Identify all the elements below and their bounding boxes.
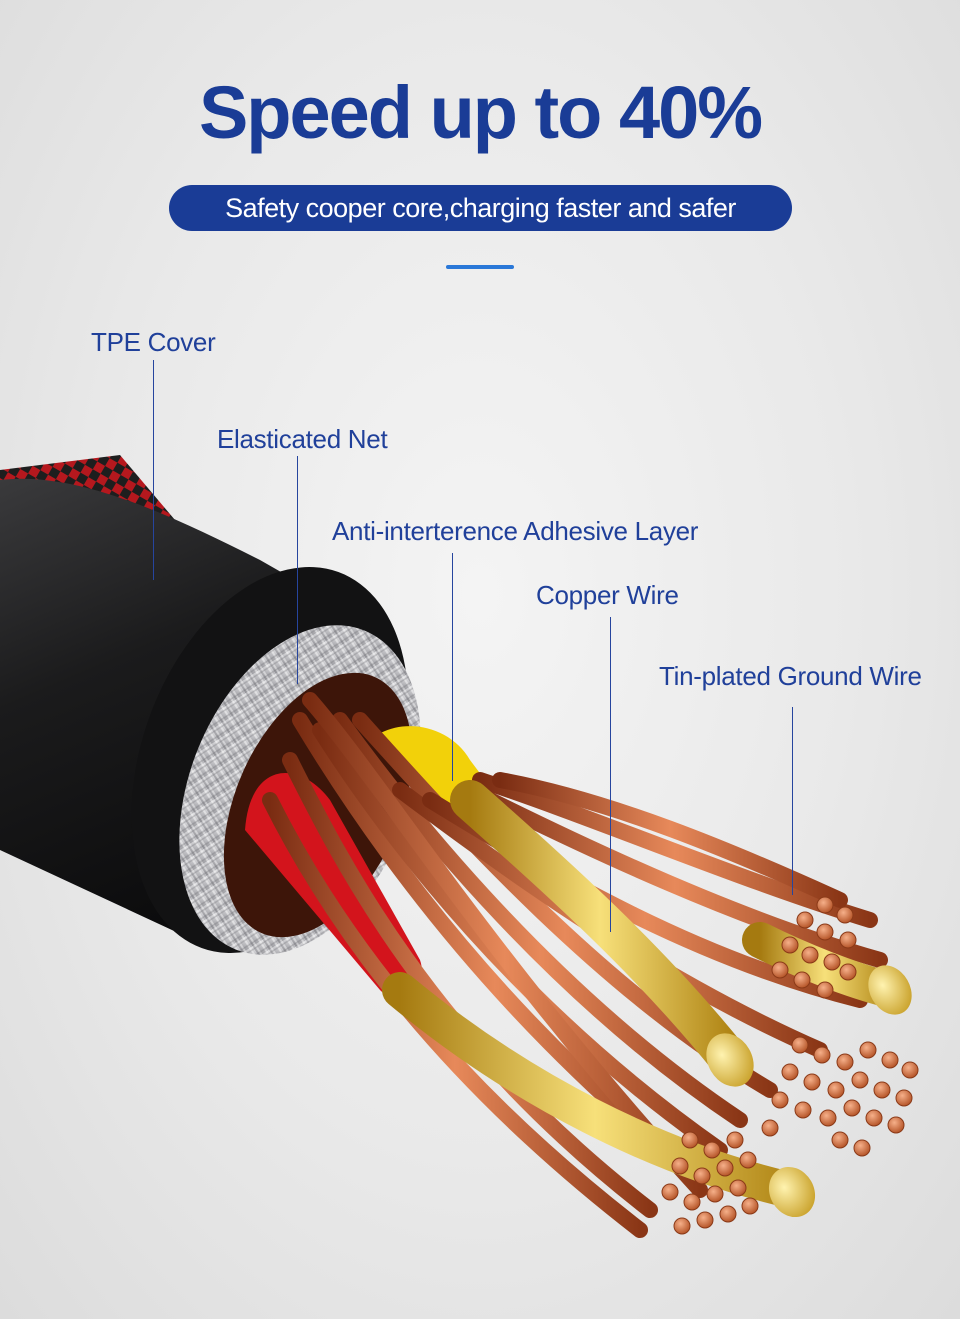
headline: Speed up to 40% xyxy=(198,71,763,154)
subtitle-banner: Safety cooper core,charging faster and s… xyxy=(169,185,792,231)
leader-copper-wire xyxy=(610,617,611,932)
gold-wire-right-end xyxy=(868,965,912,1015)
gold-wire-lower-end xyxy=(768,1166,816,1218)
gold-wire-lower xyxy=(382,972,808,1208)
label-tpe-cover: TPE Cover xyxy=(91,327,216,357)
leader-adhesive-layer xyxy=(452,553,453,781)
label-adhesive-layer: Anti-interterence Adhesive Layer xyxy=(332,516,699,546)
copper-strand-ends xyxy=(661,896,919,1235)
leader-tpe-cover xyxy=(153,360,154,580)
label-copper-wire: Copper Wire xyxy=(536,580,679,610)
accent-divider xyxy=(446,265,514,269)
leader-elasticated-net xyxy=(297,456,298,684)
leader-ground-wire xyxy=(792,707,793,895)
label-elasticated-net: Elasticated Net xyxy=(217,424,388,454)
gold-wire-main xyxy=(450,780,750,1080)
label-ground-wire: Tin-plated Ground Wire xyxy=(659,661,922,691)
gold-wire-end xyxy=(706,1033,754,1087)
